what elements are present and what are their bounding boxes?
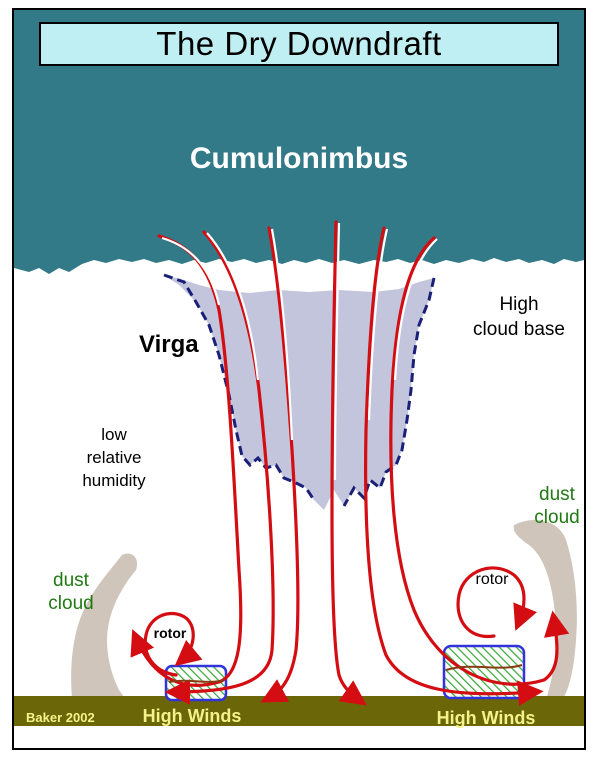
label-dust-right-line1: dust [539, 484, 576, 505]
diagram-title: The Dry Downdraft [156, 25, 441, 63]
label-rotor-left: rotor [154, 625, 187, 641]
credit-label: Baker 2002 [26, 710, 95, 725]
label-dust-right-line2: cloud [534, 507, 579, 528]
diagram-frame: The Dry Downdraft [12, 8, 586, 750]
label-cloud-base-line2: cloud base [473, 319, 565, 340]
virga-shaft [164, 275, 434, 510]
label-humidity-line1: low [101, 425, 127, 444]
label-high-winds-left: High Winds [143, 706, 242, 726]
label-dust-left-line1: dust [53, 570, 90, 591]
label-humidity-line2: relative [87, 448, 142, 467]
label-high-winds-right: High Winds [437, 708, 536, 728]
label-rotor-right: rotor [476, 571, 510, 588]
wind-zone-right [444, 646, 524, 698]
label-virga: Virga [139, 331, 199, 358]
title-box: The Dry Downdraft [39, 22, 559, 66]
label-humidity-line3: humidity [82, 471, 146, 490]
downdraft-diagram: Cumulonimbus Virga High cloud base low r… [14, 10, 584, 748]
label-dust-left-line2: cloud [48, 593, 93, 614]
label-cloud-base-line1: High [499, 294, 538, 315]
label-cumulonimbus: Cumulonimbus [190, 142, 408, 175]
